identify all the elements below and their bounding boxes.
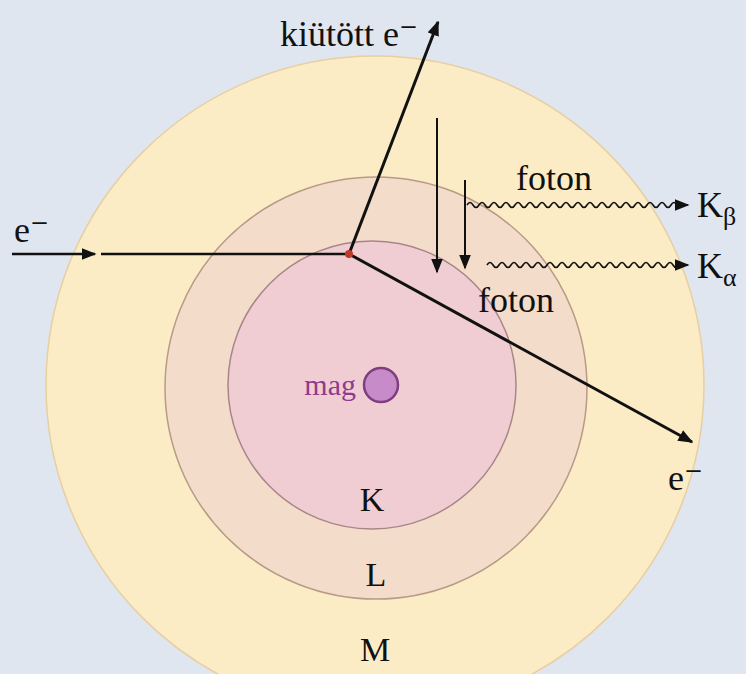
knocked-out-electron-arrow: [349, 22, 438, 254]
line-label: Kβ: [697, 187, 736, 223]
label-holder: kiütött e⁻: [280, 16, 418, 52]
nucleus-label: mag: [304, 366, 356, 404]
incoming-electron-arrow: [12, 253, 95, 256]
electron-label: e⁻: [668, 460, 703, 496]
collision-point: [345, 250, 353, 258]
shell-shape: [164, 176, 588, 600]
shell-l: L Kmag: [164, 176, 588, 600]
label-holder: foton: [478, 282, 554, 318]
label-holder: Kβ: [697, 187, 736, 223]
shell-label: M: [45, 633, 705, 667]
photon-label: foton: [516, 160, 592, 196]
electron-path: [101, 253, 349, 256]
photon-wave: [487, 263, 688, 268]
transition-arrow: [436, 118, 438, 272]
scattered-electron-arrow: [349, 254, 692, 442]
shell-label: L: [164, 558, 588, 592]
transition-arrow: [464, 180, 466, 268]
nucleus-circle: [364, 368, 398, 402]
label-holder: e⁻: [14, 212, 49, 248]
shell-circle: [165, 177, 587, 599]
shell-circle: [228, 241, 516, 529]
shell-circle: [46, 56, 704, 674]
subscript: α: [723, 263, 737, 292]
electron-label: kiütött e⁻: [280, 16, 418, 52]
text-part: K: [697, 185, 723, 225]
electron-label: e⁻: [14, 212, 49, 248]
shell-m: M L Kmag: [45, 55, 705, 674]
shell-k: Kmag: [227, 240, 517, 530]
photon-label: foton: [478, 282, 554, 318]
subscript: β: [723, 202, 736, 231]
label-holder: e⁻: [668, 460, 703, 496]
nucleus: mag: [304, 366, 400, 404]
label-holder: Kα: [697, 248, 737, 284]
line-label: Kα: [697, 248, 737, 284]
photon-wave: [467, 203, 688, 208]
text-part: K: [697, 246, 723, 286]
shell-label: K: [227, 483, 517, 517]
label-holder: foton: [516, 160, 592, 196]
